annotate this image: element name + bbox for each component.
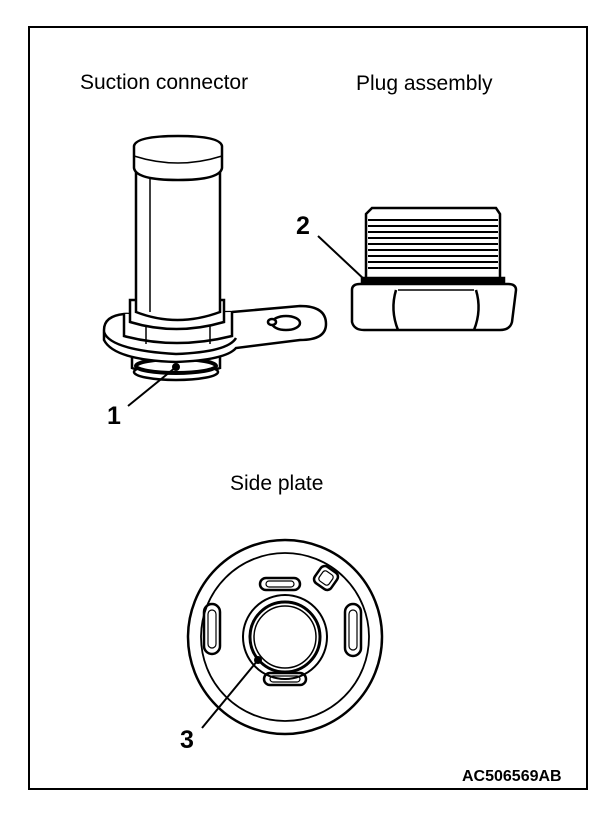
side-plate-label: Side plate (230, 472, 324, 495)
side-plate-illustration (186, 538, 384, 736)
suction-connector-label: Suction connector (80, 71, 249, 94)
callout-3: 3 (180, 726, 194, 754)
callout-1: 1 (107, 402, 121, 430)
plug-assembly-illustration (350, 206, 518, 332)
plug-assembly-label: Plug assembly (356, 72, 493, 95)
suction-connector-illustration (102, 134, 328, 382)
leader-lines (127, 235, 370, 729)
figure-code: AC506569AB (462, 768, 562, 785)
callout-2: 2 (296, 212, 310, 240)
